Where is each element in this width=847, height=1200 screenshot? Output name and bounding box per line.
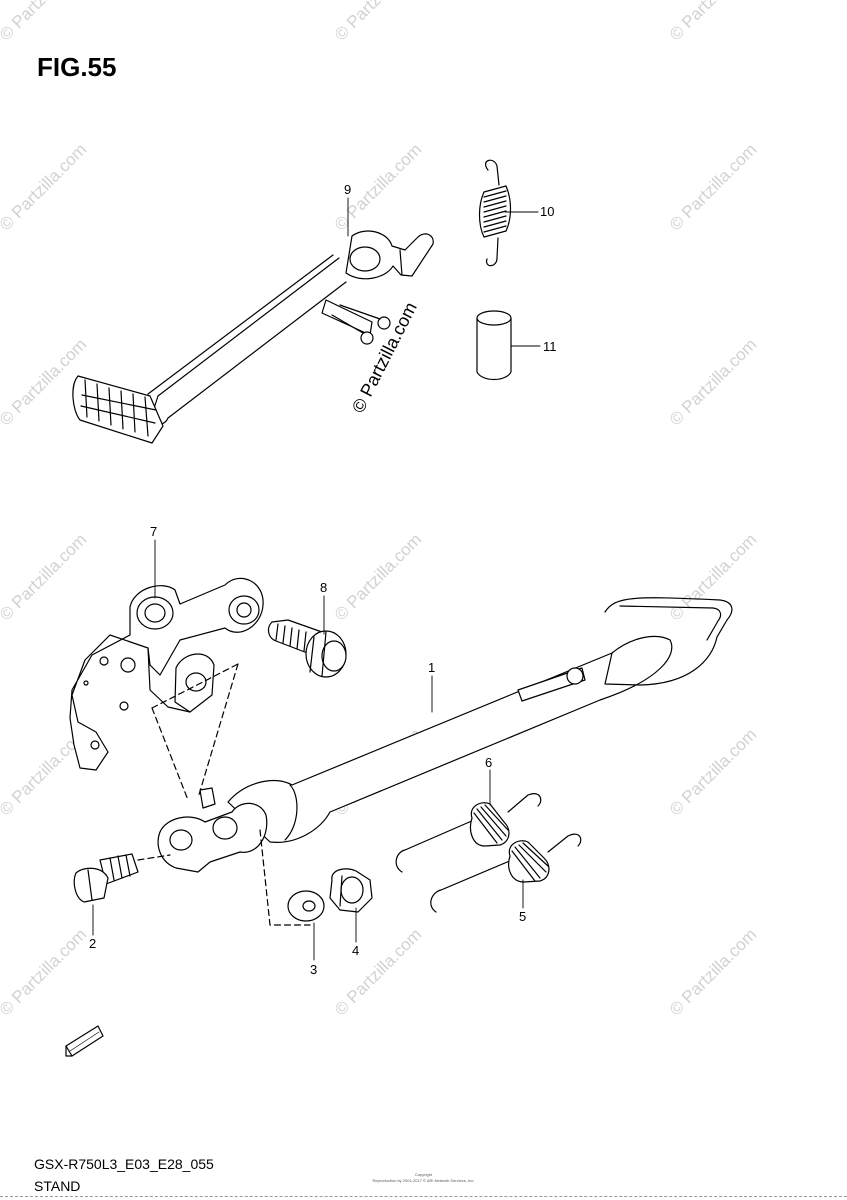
figure-code: GSX-R750L3_E03_E28_055: [34, 1156, 214, 1172]
part-4-nut[interactable]: [329, 868, 373, 913]
fwd-arrow-icon: [65, 1025, 104, 1057]
callout-5: 5: [519, 909, 527, 924]
page-divider: [0, 1196, 847, 1197]
assembly-guide-lines: [137, 663, 311, 926]
callout-8: 8: [320, 580, 328, 595]
part-2-pivot-bolt[interactable]: [73, 853, 139, 903]
callout-10: 10: [540, 204, 555, 219]
callout-1: 1: [428, 660, 436, 675]
part-11-collar[interactable]: [476, 310, 512, 381]
part-9-shift-lever[interactable]: [72, 230, 434, 444]
part-8-bolt[interactable]: [267, 619, 347, 678]
part-1-side-stand[interactable]: [157, 597, 733, 873]
callout-leaders: [92, 197, 541, 961]
copyright-notice: Copyright Reproduction by 2001-2017 © AR…: [0, 1172, 847, 1184]
part-7-bracket[interactable]: [69, 577, 264, 771]
callout-3: 3: [310, 962, 318, 977]
part-10-spring[interactable]: [478, 159, 512, 267]
figure-name: STAND: [34, 1178, 81, 1194]
callout-2: 2: [89, 936, 97, 951]
callout-9: 9: [344, 182, 352, 197]
part-3-washer[interactable]: [287, 890, 325, 922]
callout-11: 11: [543, 339, 557, 354]
callout-6: 6: [485, 755, 493, 770]
copyright-line: Reproduction by 2001-2017 © ARI Network …: [372, 1178, 475, 1183]
copyright-line: Copyright: [414, 1172, 433, 1177]
figure-title: FIG.55: [37, 52, 117, 82]
part-6-spring[interactable]: [395, 793, 542, 873]
callout-7: 7: [150, 524, 158, 539]
part-5-spring[interactable]: [430, 833, 582, 913]
callout-4: 4: [352, 943, 360, 958]
